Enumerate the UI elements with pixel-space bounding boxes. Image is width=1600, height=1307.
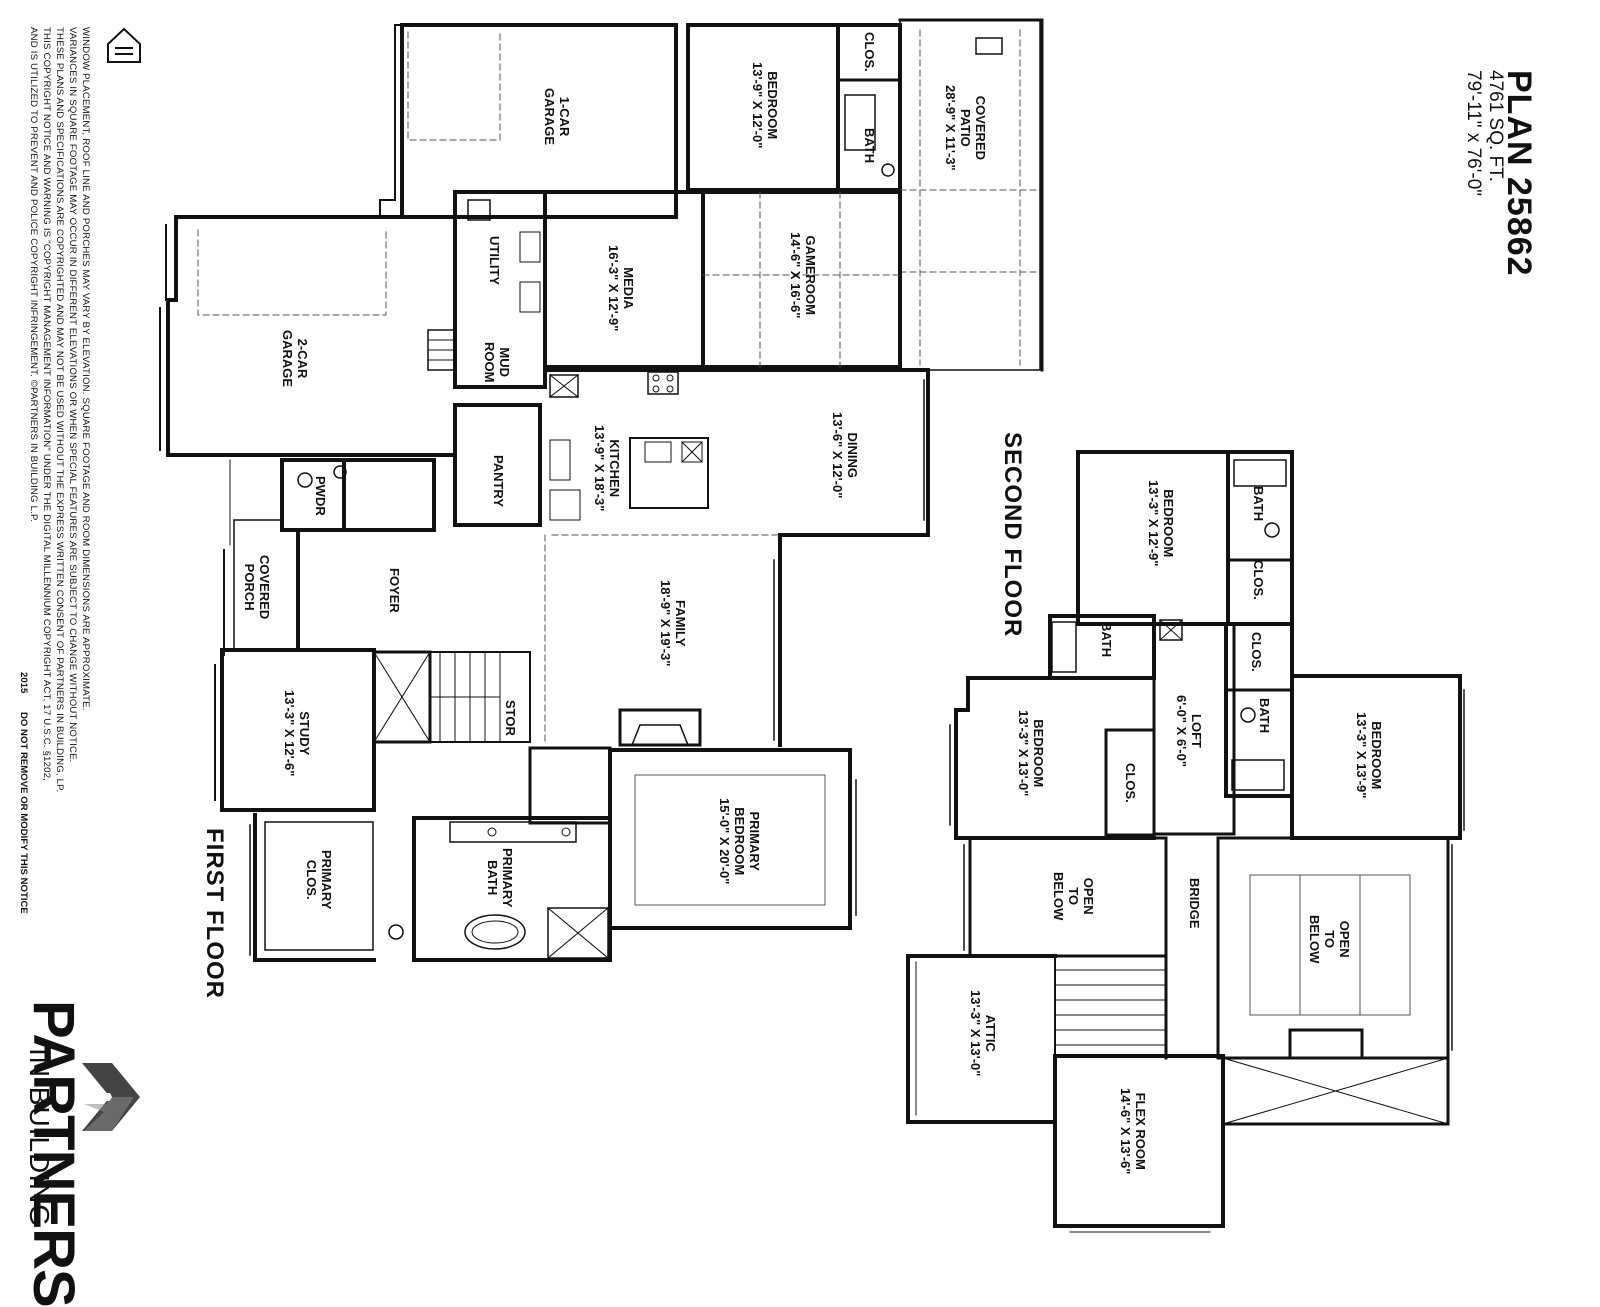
room-two-car-garage: 2-CAR GARAGE <box>280 330 310 388</box>
room-bedroom-a: BEDROOM 13'-3" X 12'-9" <box>1146 480 1176 567</box>
first-floor-title: FIRST FLOOR <box>201 828 228 999</box>
second-floor-title: SECOND FLOOR <box>999 432 1026 638</box>
room-primary-clos: PRIMARY CLOS. <box>304 850 334 910</box>
room-open-below-right: OPEN TO BELOW <box>1307 915 1352 964</box>
plan-square-footage: 4761 SQ. FT. <box>1485 70 1506 182</box>
room-stor: STOR <box>503 700 518 736</box>
room-utility: UTILITY <box>487 236 502 286</box>
room-bedroom-c: BEDROOM 13'-3" X 13'-9" <box>1354 712 1384 799</box>
room-bedroom-b: BEDROOM 13'-3" X 13'-0" <box>1016 710 1046 797</box>
floor-plan-drawing <box>82 18 1465 1233</box>
plan-overall-dimensions: 79'-11" x 76'-0" <box>1463 70 1484 197</box>
room-pwdr: PWDR <box>313 476 328 516</box>
room-pantry: PANTRY <box>491 455 506 507</box>
first-floor-walls <box>159 18 1044 962</box>
room-loft: LOFT 6'-0" X 6'-0" <box>1174 695 1204 767</box>
room-foyer: FOYER <box>387 568 402 613</box>
room-bath-upper: BATH <box>862 128 877 164</box>
room-covered-porch: COVERED PORCH <box>242 555 272 620</box>
room-mud-room: MUD ROOM <box>482 342 512 383</box>
room-clos-upper: CLOS. <box>862 32 877 72</box>
room-media: MEDIA 16'-3" X 12'-9" <box>606 245 636 332</box>
room-attic: ATTIC 13'-3" X 13'-0" <box>968 990 998 1077</box>
chevron-logo-icon <box>82 1063 140 1131</box>
copyright-disclaimer: WINDOW PLACEMENT, ROOF LINE AND PORCHES … <box>28 27 91 793</box>
room-bridge: BRIDGE <box>1187 878 1202 929</box>
room-gameroom: GAMEROOM 14'-6" X 16'-6" <box>788 232 818 319</box>
room-open-below-left: OPEN TO BELOW <box>1051 872 1096 921</box>
copyright-year: 2015 <box>18 672 29 694</box>
room-kitchen: KITCHEN 13'-9" X 18'-3" <box>592 425 622 512</box>
room-clos-c: CLOS. <box>1123 763 1138 803</box>
room-bedroom-upper: BEDROOM 13'-9" X 12'-0" <box>750 62 780 149</box>
do-not-remove-notice: DO NOT REMOVE OR MODIFY THIS NOTICE <box>18 712 29 914</box>
room-bath-c: BATH <box>1099 622 1114 658</box>
room-bath-a: BATH <box>1251 486 1266 522</box>
room-flex-room: FLEX ROOM 14'-6" X 13'-6" <box>1118 1088 1148 1175</box>
room-one-car-garage: 1-CAR GARAGE <box>542 88 572 146</box>
room-study: STUDY 13'-3" X 12'-6" <box>282 690 312 777</box>
room-family: FAMILY 18'-9" X 19'-3" <box>658 580 688 667</box>
room-clos-a: CLOS. <box>1251 560 1266 600</box>
equal-housing-icon <box>107 27 141 63</box>
room-dining: DINING 13'-6" X 12'-0" <box>830 412 860 499</box>
room-bath-b: BATH <box>1257 698 1272 734</box>
room-covered-patio: COVERED PATIO 28'-9" X 11'-3" <box>943 85 988 171</box>
room-primary-bedroom: PRIMARY BEDROOM 15'-0" X 20'-0" <box>717 798 762 885</box>
room-clos-b: CLOS. <box>1249 632 1264 672</box>
second-floor-walls <box>906 450 1465 1233</box>
brand-tagline: IN BUILDING <box>24 1048 55 1228</box>
room-primary-bath: PRIMARY BATH <box>485 848 515 908</box>
